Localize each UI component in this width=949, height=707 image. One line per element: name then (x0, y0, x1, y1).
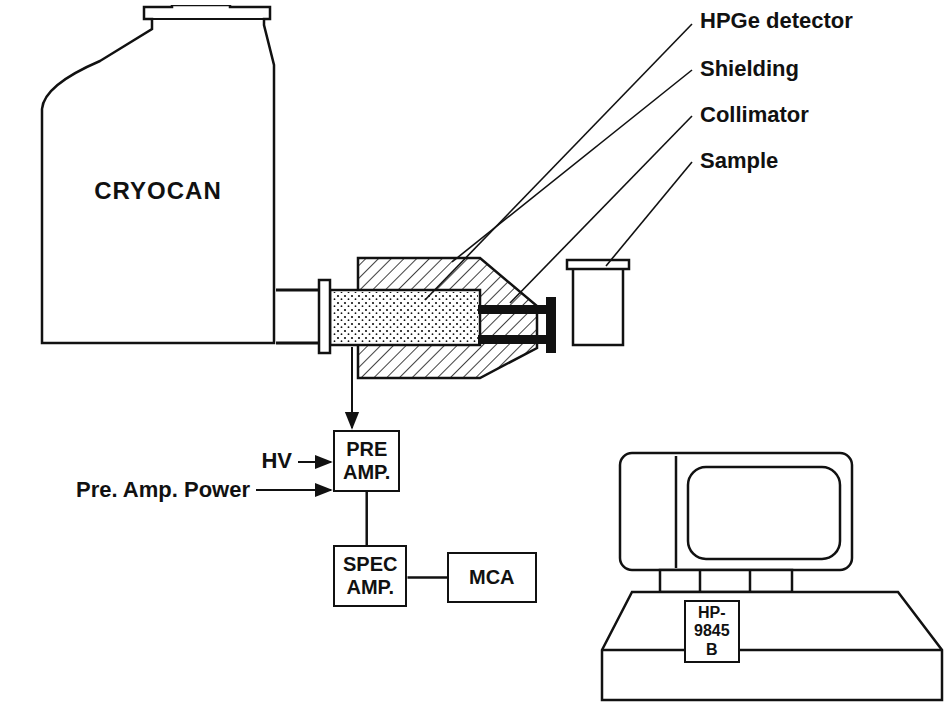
preamp-box: PRE AMP. (333, 430, 400, 492)
hpge-detector-fill (332, 292, 478, 343)
signal-label: Pre. Amp. Power (76, 477, 250, 503)
part-label: Sample (700, 148, 778, 174)
computer-drawing (602, 453, 942, 700)
signal-wire (407, 576, 447, 579)
leader-lines (425, 24, 692, 303)
node-text: MCA (469, 566, 515, 589)
sample-cup (567, 260, 629, 345)
computer-label-box: HP-9845 B (684, 600, 740, 663)
part-label: Collimator (700, 102, 809, 128)
cryocan-vessel: CRYOCAN (40, 5, 276, 345)
cryocan-outline (40, 5, 276, 345)
node-text: CRYOCAN (40, 177, 276, 205)
cryocan-pipe (276, 290, 320, 343)
collimator (478, 297, 556, 353)
node-text: SPEC AMP. (343, 553, 397, 599)
spec-amp-box: SPEC AMP. (333, 545, 407, 607)
hpge-detector (330, 290, 480, 345)
node-text: PRE AMP. (343, 438, 390, 484)
node-text: HP-9845 B (694, 604, 730, 659)
signal-label: HV (261, 448, 292, 474)
part-label: Shielding (700, 56, 799, 82)
signal-wire (365, 492, 368, 545)
part-label: HPGe detector (700, 8, 853, 34)
detector-flange (319, 280, 330, 353)
mca-box: MCA (447, 552, 537, 603)
